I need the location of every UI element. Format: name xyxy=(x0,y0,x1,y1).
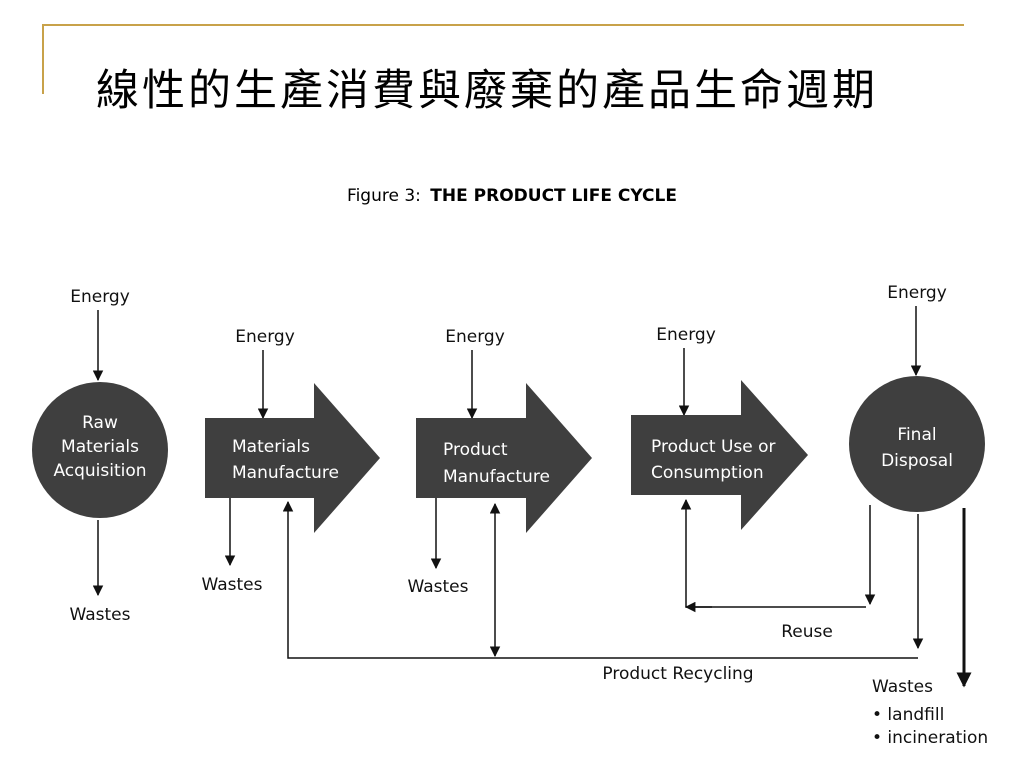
energy-label-materials: Energy xyxy=(235,327,295,347)
raw-materials-line-2: Materials xyxy=(61,437,139,457)
materials-manufacture-line-2: Manufacture xyxy=(232,463,339,483)
raw-materials-circle xyxy=(32,382,168,518)
product-manufacture-arrow xyxy=(416,383,592,533)
disposal-option-incineration: • incineration xyxy=(872,728,988,748)
figure-number: Figure 3: xyxy=(347,186,421,206)
wastes-label-materials: Wastes xyxy=(202,575,263,595)
product-use-line-1: Product Use or xyxy=(651,437,776,457)
wastes-label-raw: Wastes xyxy=(70,605,131,625)
product-use-arrow xyxy=(631,380,808,530)
raw-materials-line-3: Acquisition xyxy=(53,461,146,481)
energy-label-raw: Energy xyxy=(70,287,130,307)
final-disposal-line-2: Disposal xyxy=(881,451,953,471)
final-disposal-line-1: Final xyxy=(897,425,936,445)
reuse-label: Reuse xyxy=(781,622,833,642)
product-manufacture-line-1: Product xyxy=(443,440,508,460)
disposal-option-landfill: • landfill xyxy=(872,705,944,725)
materials-manufacture-arrow xyxy=(205,383,380,533)
recycling-to-materials-arrow xyxy=(282,500,918,659)
product-manufacture-line-2: Manufacture xyxy=(443,467,550,487)
final-wastes-label: Wastes xyxy=(872,677,933,697)
figure-caption: Figure 3: THE PRODUCT LIFE CYCLE xyxy=(0,186,1024,206)
materials-manufacture-line-1: Materials xyxy=(232,437,310,457)
product-use-line-2: Consumption xyxy=(651,463,764,483)
final-disposal-circle xyxy=(849,376,985,512)
reuse-back-arrow xyxy=(680,498,866,608)
raw-materials-line-1: Raw xyxy=(82,413,118,433)
energy-label-product: Energy xyxy=(445,327,505,347)
figure-title: THE PRODUCT LIFE CYCLE xyxy=(430,186,677,206)
wastes-label-product: Wastes xyxy=(408,577,469,597)
slide-title: 線性的生產消費與廢棄的產品生命週期 xyxy=(96,66,878,116)
energy-label-disposal: Energy xyxy=(887,283,947,303)
title-rule-top xyxy=(42,24,964,26)
title-rule-left xyxy=(42,24,44,94)
product-recycling-label: Product Recycling xyxy=(602,664,753,684)
energy-label-use: Energy xyxy=(656,325,716,345)
